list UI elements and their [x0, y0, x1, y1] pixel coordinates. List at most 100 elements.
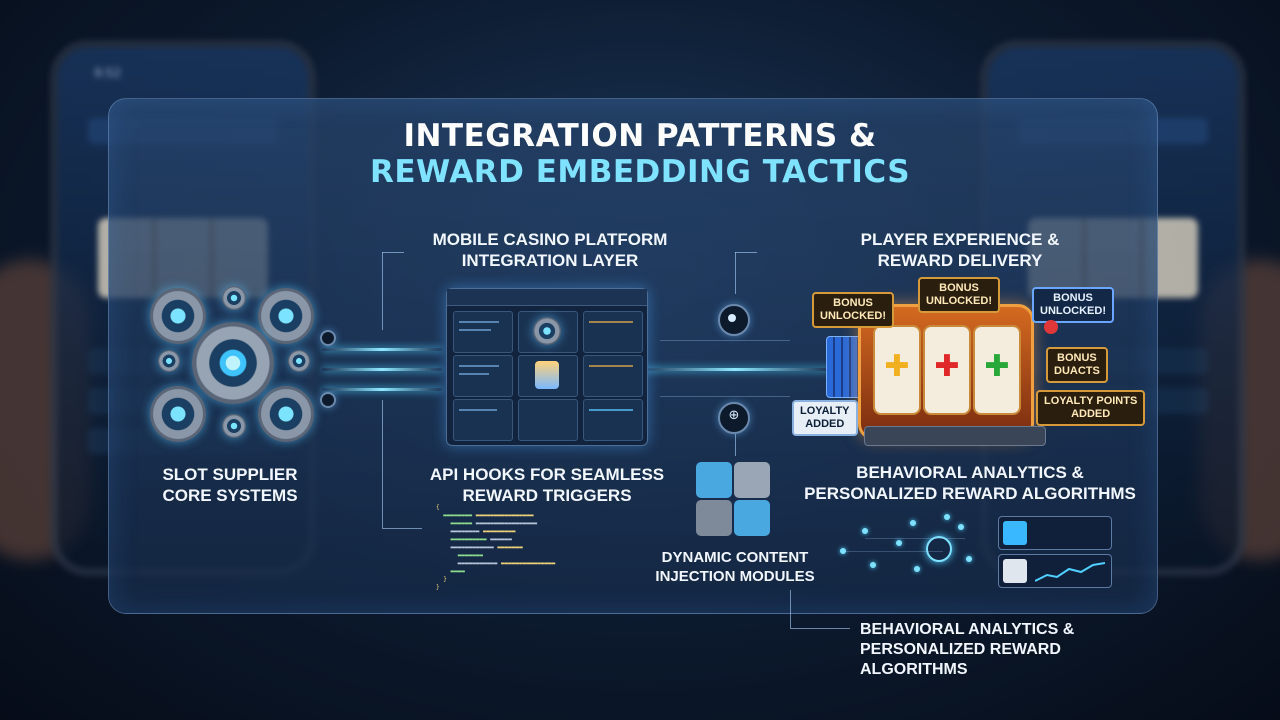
dashboard-cell	[518, 399, 578, 441]
network-node	[896, 540, 902, 546]
connector-line	[382, 400, 383, 528]
mobile-platform-label-line: INTEGRATION LAYER	[461, 251, 639, 270]
network-hub	[926, 536, 952, 562]
dashboard-line	[589, 321, 633, 323]
small-gear-icon	[222, 414, 246, 438]
alert-dot-icon	[1044, 320, 1058, 334]
code-line: }	[443, 576, 447, 583]
badge-text: BONUS	[833, 297, 873, 309]
bonus-unlocked-badge: BONUS UNLOCKED!	[918, 277, 1000, 313]
badge-text: LOYALTY POINTS	[1044, 395, 1138, 407]
dashboard-cell	[583, 399, 643, 441]
connector-line	[735, 252, 736, 294]
behavioral-label-line: PERSONALIZED REWARD ALGORITHMS	[804, 484, 1136, 503]
slot-reel: ✚	[923, 325, 971, 415]
puzzle-piece-icon	[696, 500, 732, 536]
bonus-unlocked-badge: BONUS UNLOCKED!	[812, 292, 894, 328]
player-experience-label: PLAYER EXPERIENCE & REWARD DELIVERY	[830, 229, 1090, 271]
badge-text: BONUS	[1053, 292, 1093, 304]
dashboard-line	[459, 329, 491, 331]
dashboard-header	[447, 289, 647, 306]
dashboard-cell	[583, 311, 643, 353]
cross-symbol-icon: ✚	[984, 349, 1010, 384]
gear-icon	[533, 317, 561, 345]
data-beam	[322, 348, 442, 351]
network-node	[910, 520, 916, 526]
puzzle-piece-icon	[734, 462, 770, 498]
puzzle-piece-icon	[696, 462, 732, 498]
code-line: {	[436, 504, 440, 511]
connector-line	[660, 340, 790, 341]
title-line-2: REWARD EMBEDDING TACTICS	[369, 154, 911, 190]
flow-node: ⊕	[718, 402, 750, 434]
gear-icon	[150, 386, 206, 442]
integration-dashboard	[446, 288, 648, 446]
mobile-platform-label: MOBILE CASINO PLATFORM INTEGRATION LAYER	[400, 229, 700, 271]
api-hooks-label-line: API HOOKS FOR SEAMLESS	[429, 465, 665, 484]
network-edge	[865, 538, 965, 539]
small-gear-icon	[288, 350, 310, 372]
dashboard-cell	[453, 399, 513, 441]
connector-line	[660, 396, 790, 397]
data-beam	[640, 368, 830, 371]
badge-text: UNLOCKED!	[926, 295, 992, 307]
badge-text: ADDED	[805, 418, 845, 430]
left-phone-time: 9:52	[94, 66, 121, 80]
code-line: ▬▬▬▬▬▬▬▬▬▬▬▬ ▬▬▬▬▬▬▬	[436, 544, 523, 551]
loyalty-added-badge: LOYALTY ADDED	[792, 400, 858, 436]
player-profile-card	[998, 516, 1112, 550]
code-line: ▬▬▬▬▬▬▬▬▬▬▬ ▬▬▬▬▬▬▬▬▬▬▬▬▬▬▬	[436, 560, 556, 567]
dynamic-content-label: DYNAMIC CONTENT INJECTION MODULES	[650, 548, 820, 586]
network-node	[944, 514, 950, 520]
api-hooks-label-line: REWARD TRIGGERS	[462, 486, 632, 505]
bonus-duacts-badge: BONUS DUACTS	[1046, 347, 1108, 383]
player-experience-label-line: PLAYER EXPERIENCE &	[860, 230, 1060, 249]
cross-symbol-icon: ✚	[884, 349, 910, 384]
dashboard-line	[589, 409, 633, 411]
network-node	[870, 562, 876, 568]
slot-reel: ✚	[973, 325, 1021, 415]
small-node	[320, 392, 336, 408]
behavioral-caption-line: BEHAVIORAL ANALYTICS &	[860, 621, 1075, 638]
badge-text: UNLOCKED!	[820, 310, 886, 322]
code-line: ▬▬▬▬▬▬▬	[457, 552, 483, 559]
bonus-unlocked-badge: BONUS UNLOCKED!	[1032, 287, 1114, 323]
dashboard-line	[459, 365, 499, 367]
api-hooks-label: API HOOKS FOR SEAMLESS REWARD TRIGGERS	[412, 464, 682, 506]
slot-supplier-label-line: SLOT SUPPLIER	[162, 465, 298, 484]
small-gear-icon	[222, 286, 246, 310]
slot-reel: ✚	[873, 325, 921, 415]
user-avatar-icon	[1003, 521, 1027, 545]
code-line: }	[436, 584, 440, 591]
network-node	[966, 556, 972, 562]
behavioral-caption-line: PERSONALIZED REWARD	[860, 641, 1061, 658]
code-snippet: { ▬▬▬▬▬▬▬▬ ▬▬▬▬▬▬▬▬▬▬▬▬▬▬▬▬ ▬▬▬▬▬▬ ▬▬▬▬▬…	[436, 504, 646, 604]
badge-text: UNLOCKED!	[1040, 305, 1106, 317]
connector-line	[382, 528, 422, 529]
badge-text: BONUS	[1057, 352, 1097, 364]
connector-line	[790, 628, 850, 629]
slot-supplier-label-line: CORE SYSTEMS	[162, 486, 298, 505]
data-beam	[322, 368, 442, 371]
network-node	[914, 566, 920, 572]
code-line: ▬▬▬▬▬▬▬▬ ▬▬▬▬▬▬▬▬▬	[436, 528, 516, 535]
player-experience-label-line: REWARD DELIVERY	[877, 251, 1043, 270]
small-gear-icon	[158, 350, 180, 372]
behavioral-label-line: BEHAVIORAL ANALYTICS &	[856, 463, 1084, 482]
code-line: ▬▬▬▬▬▬▬▬▬▬ ▬▬▬▬▬▬	[450, 536, 512, 543]
behavioral-analytics-label: BEHAVIORAL ANALYTICS & PERSONALIZED REWA…	[790, 462, 1150, 504]
dashboard-line	[459, 373, 489, 375]
behavioral-caption-line: ALGORITHMS	[860, 661, 968, 678]
code-line: ▬▬▬▬	[450, 568, 465, 575]
behavioral-analytics-caption: BEHAVIORAL ANALYTICS & PERSONALIZED REWA…	[860, 620, 1100, 680]
small-node	[320, 330, 336, 346]
badge-text: LOYALTY	[800, 405, 850, 417]
connector-line	[382, 252, 383, 330]
node-dot-icon	[728, 314, 736, 322]
gear-icon	[258, 288, 314, 344]
code-line: ▬▬▬▬▬▬▬▬ ▬▬▬▬▬▬▬▬▬▬▬▬▬▬▬▬	[443, 512, 534, 519]
code-line: ▬▬▬▬▬▬ ▬▬▬▬▬▬▬▬▬▬▬▬▬▬▬▬▬	[450, 520, 538, 527]
player-profile-card	[998, 554, 1112, 588]
dashboard-cell	[453, 355, 513, 397]
dashboard-line	[459, 321, 499, 323]
